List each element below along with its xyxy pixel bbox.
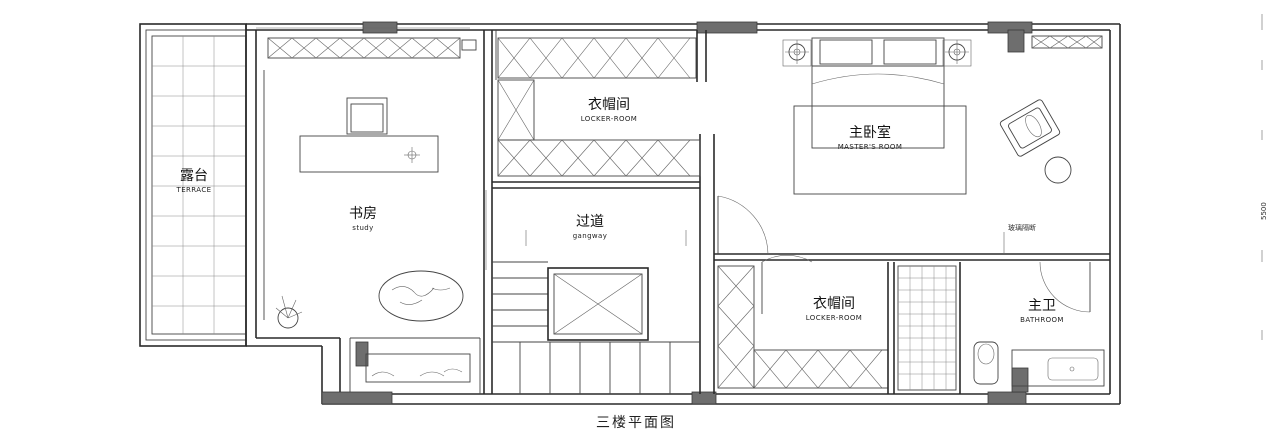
gangway-label-en: gangway <box>573 232 608 240</box>
room-labels: 露台 TERRACE 书房 study 衣帽间 LOCKER-ROOM 主卧室 … <box>176 97 1064 324</box>
master-label: 主卧室 <box>849 124 891 141</box>
study-room <box>256 27 477 383</box>
terrace-label-en: TERRACE <box>176 186 212 194</box>
master-label-en: MASTER'S ROOM <box>838 143 903 151</box>
study-label: 书房 <box>349 206 377 222</box>
study-label-en: study <box>352 224 373 232</box>
gangway-label: 过道 <box>576 214 604 230</box>
central-walls <box>483 30 1110 394</box>
right-margin-marks: 5500 <box>1260 14 1268 340</box>
locker-bottom-label-en: LOCKER-ROOM <box>806 314 863 322</box>
terrace-area <box>139 23 247 347</box>
outer-walls <box>245 23 1121 405</box>
bathroom-label: 主卫 <box>1028 298 1056 314</box>
plan-caption: 三楼平面图 <box>596 415 676 431</box>
locker-bottom-label: 衣帽间 <box>813 296 855 312</box>
gangway-stairs <box>492 230 700 394</box>
bathroom-label-en: BATHROOM <box>1020 316 1064 324</box>
locker-top-label-en: LOCKER-ROOM <box>581 115 638 123</box>
locker-room-top <box>497 37 701 177</box>
glass-partition-label: 玻璃隔断 <box>1008 223 1036 232</box>
bathroom <box>897 262 1105 394</box>
locker-top-label: 衣帽间 <box>588 97 630 113</box>
side-dimension: 5500 <box>1260 202 1268 220</box>
master-bedroom: 玻璃隔断 <box>782 35 1103 254</box>
doors <box>485 190 1091 314</box>
terrace-label: 露台 <box>180 168 208 184</box>
locker-room-bottom <box>717 262 895 394</box>
